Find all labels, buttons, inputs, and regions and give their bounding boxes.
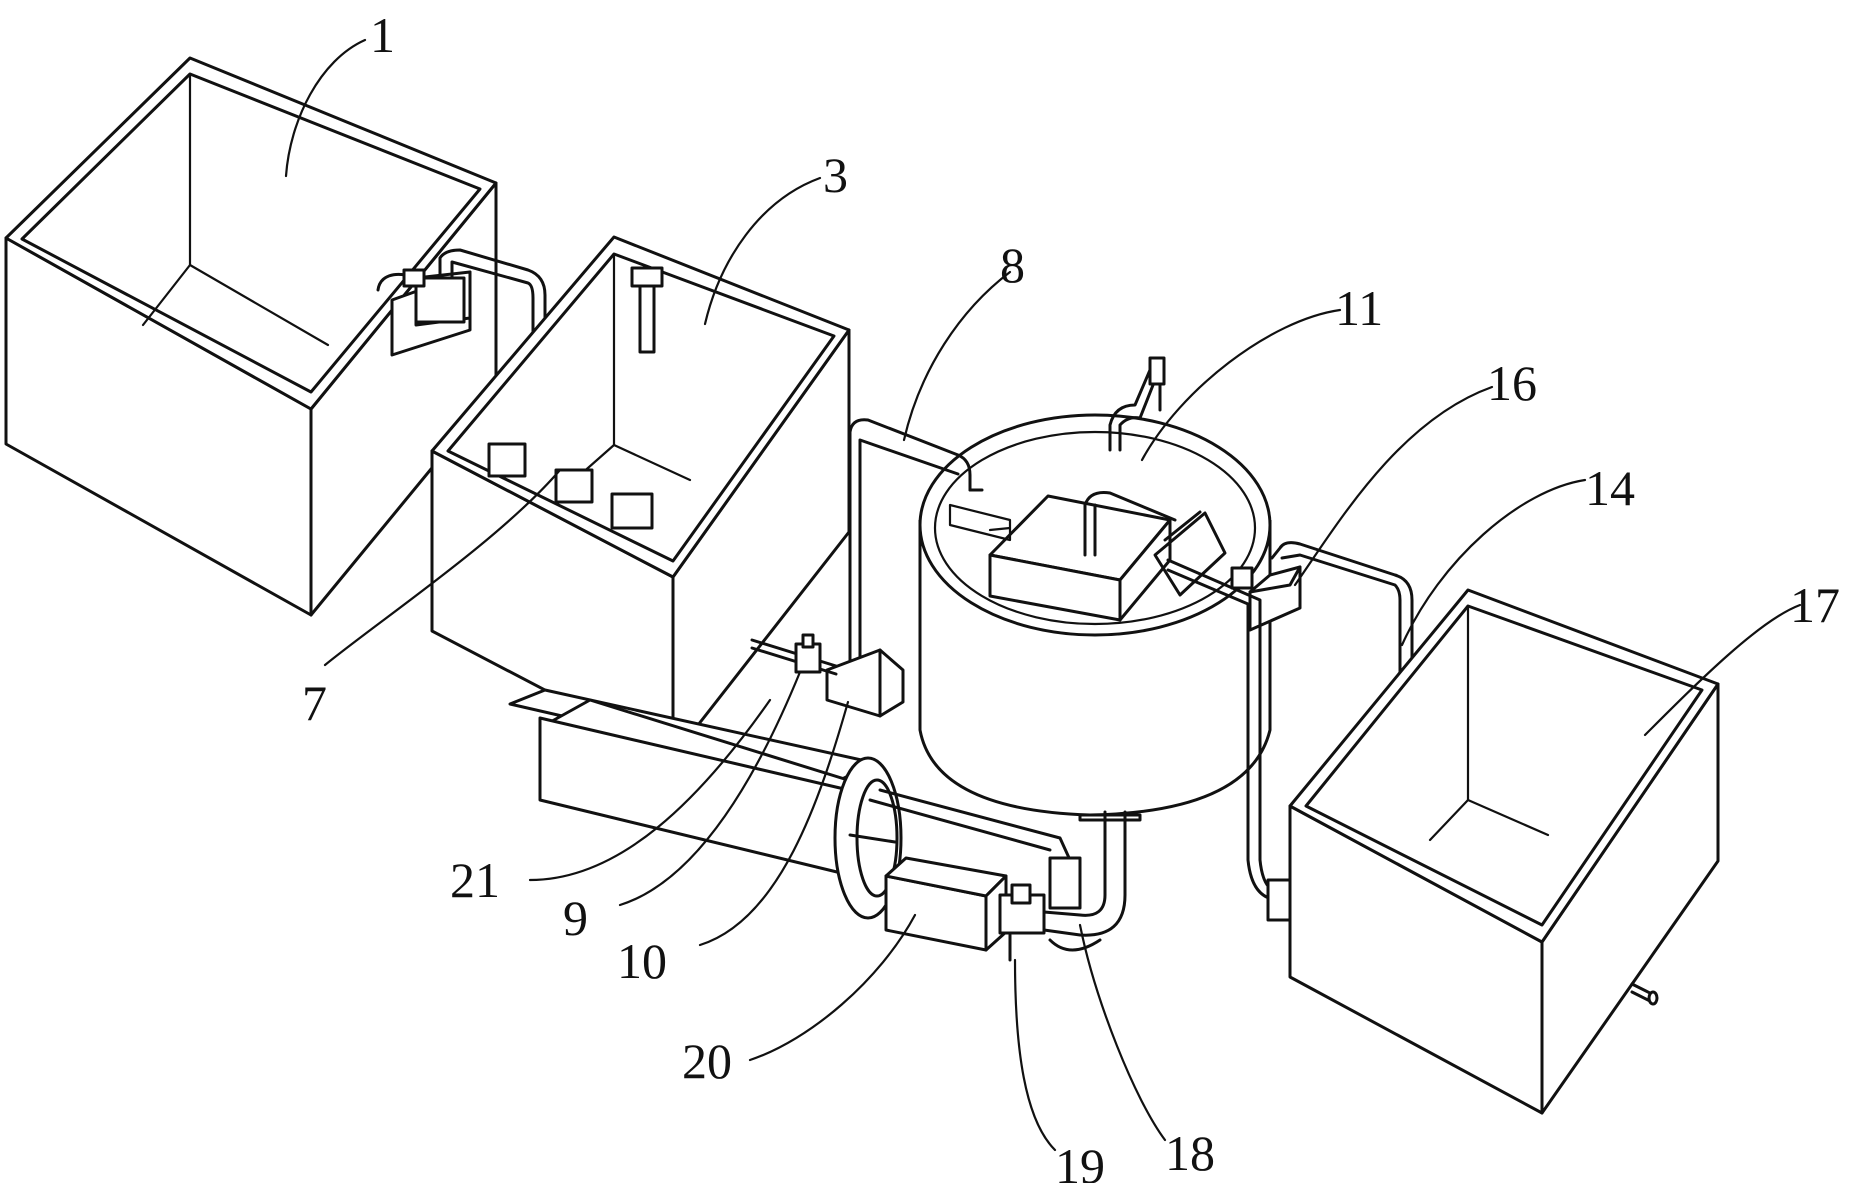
- box-10: [825, 648, 905, 718]
- leader-lines: [284, 38, 1802, 1152]
- label-20: 20: [682, 1033, 732, 1089]
- pipe-18: [1042, 818, 1127, 952]
- label-17: 17: [1790, 577, 1840, 633]
- pipe-14: [1270, 541, 1414, 742]
- label-10: 10: [617, 933, 667, 989]
- part-labels: 1 3 7 8 9 10 11 14 16 17 18 19 20 21: [302, 7, 1840, 1183]
- label-18: 18: [1165, 1125, 1215, 1181]
- label-14: 14: [1585, 460, 1635, 516]
- pump-tank-1: [376, 248, 547, 380]
- pipe-8: [848, 418, 984, 662]
- label-9: 9: [563, 890, 588, 946]
- round-tank-11: [918, 356, 1272, 832]
- label-7: 7: [302, 675, 327, 731]
- valve-19: [998, 883, 1046, 962]
- valve-9: [750, 633, 838, 676]
- label-21: 21: [450, 852, 500, 908]
- label-16: 16: [1487, 355, 1537, 411]
- label-3: 3: [823, 147, 848, 203]
- tank-17: [1288, 588, 1720, 1115]
- label-19: 19: [1055, 1138, 1105, 1183]
- tank-3: [430, 235, 851, 759]
- label-1: 1: [370, 7, 395, 63]
- box-20: [884, 856, 1017, 952]
- label-11: 11: [1335, 280, 1383, 336]
- label-8: 8: [1000, 237, 1025, 293]
